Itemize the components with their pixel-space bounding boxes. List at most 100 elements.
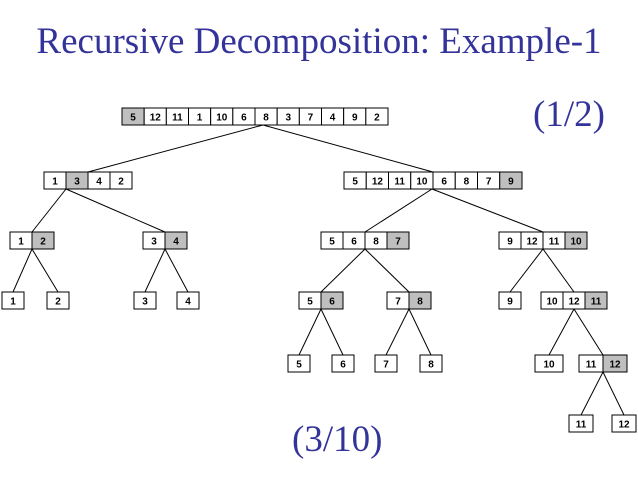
array-cell xyxy=(568,414,594,433)
cell-value: 2 xyxy=(40,237,46,248)
array-cell xyxy=(365,107,389,126)
pivot-cell xyxy=(31,231,55,250)
cell-value: 3 xyxy=(151,237,157,248)
cell-value: 7 xyxy=(308,113,314,124)
cell-value: 11 xyxy=(549,237,560,248)
cell-value: 11 xyxy=(591,297,602,308)
cell-value: 7 xyxy=(486,177,492,188)
tree-edge xyxy=(364,188,433,233)
pivot-cell xyxy=(164,231,188,250)
cell-value: 3 xyxy=(142,297,148,308)
array-node-rrrba: 11 xyxy=(568,414,594,433)
array-node-lla: 1 xyxy=(1,291,25,310)
cell-value: 4 xyxy=(96,177,102,188)
cell-value: 9 xyxy=(507,297,513,308)
array-cell xyxy=(287,354,311,373)
cell-value: 2 xyxy=(55,297,61,308)
cell-value: 1 xyxy=(197,113,203,124)
cell-value: 1 xyxy=(18,237,24,248)
cell-value: 4 xyxy=(185,297,191,308)
cell-value: 8 xyxy=(373,237,379,248)
array-cell xyxy=(498,291,522,310)
cell-value: 11 xyxy=(586,360,597,371)
tree-edge xyxy=(408,308,432,356)
tree-edge xyxy=(364,248,410,293)
cell-value: 2 xyxy=(374,113,380,124)
tree-edge xyxy=(31,188,67,233)
tree-edge xyxy=(385,308,410,356)
cell-value: 9 xyxy=(507,237,513,248)
cell-value: 12 xyxy=(150,113,162,124)
array-cell xyxy=(176,291,200,310)
cell-value: 5 xyxy=(296,360,302,371)
array-cell xyxy=(419,354,443,373)
array-cell xyxy=(46,291,70,310)
tree-edge xyxy=(573,308,604,356)
cell-value: 11 xyxy=(576,420,587,431)
array-cell xyxy=(374,354,398,373)
cell-value: 11 xyxy=(394,177,405,188)
cell-value: 6 xyxy=(340,360,346,371)
array-cell xyxy=(133,291,157,310)
cell-value: 5 xyxy=(352,177,358,188)
tree-edge xyxy=(31,248,59,293)
array-node-rrra: 10 xyxy=(534,354,564,373)
array-node-rllb: 6 xyxy=(331,354,355,373)
tree-edge xyxy=(509,248,544,293)
cell-value: 10 xyxy=(546,297,558,308)
cell-value: 2 xyxy=(118,177,124,188)
pivot-cell xyxy=(564,231,588,250)
cell-value: 10 xyxy=(216,113,228,124)
cell-value: 12 xyxy=(526,237,538,248)
array-node-rlrb: 8 xyxy=(419,354,443,373)
cell-value: 4 xyxy=(173,237,179,248)
slide-title: Recursive Decomposition: Example-1 xyxy=(36,21,602,62)
cell-value: 6 xyxy=(329,297,335,308)
array-cell xyxy=(534,354,564,373)
cell-value: 6 xyxy=(351,237,357,248)
array-node-rlla: 5 xyxy=(287,354,311,373)
cell-value: 8 xyxy=(417,297,423,308)
cell-value: 6 xyxy=(441,177,447,188)
cell-value: 5 xyxy=(329,237,335,248)
cell-value: 10 xyxy=(543,360,555,371)
array-node-lrb: 4 xyxy=(176,291,200,310)
cell-value: 5 xyxy=(307,297,313,308)
array-node-rrrb: 11 12 xyxy=(578,354,628,373)
tree-edge xyxy=(144,248,166,293)
tree-edge xyxy=(602,371,625,416)
cell-value: 3 xyxy=(74,177,80,188)
tree-edge xyxy=(298,308,322,356)
cell-value: 7 xyxy=(383,360,389,371)
pivot-cell xyxy=(408,291,432,310)
array-node-rrrbb: 12 xyxy=(611,414,637,433)
cell-value: 12 xyxy=(609,360,621,371)
array-cell xyxy=(1,291,25,310)
cell-value: 11 xyxy=(172,113,183,124)
cell-value: 1 xyxy=(10,297,16,308)
array-node-rrl: 9 xyxy=(498,291,522,310)
pivot-cell xyxy=(499,171,523,190)
cell-value: 6 xyxy=(241,113,247,124)
pivot-cell xyxy=(386,231,410,250)
cell-value: 8 xyxy=(263,113,269,124)
cell-value: 5 xyxy=(130,113,136,124)
pivot-cell xyxy=(320,291,344,310)
tree-edge xyxy=(12,248,33,293)
tree-edge xyxy=(164,248,189,293)
pivot-cell xyxy=(584,291,608,310)
tree-edge xyxy=(542,248,575,293)
cell-value: 8 xyxy=(428,360,434,371)
tree-edge xyxy=(320,248,366,293)
tree-edge xyxy=(548,308,575,356)
